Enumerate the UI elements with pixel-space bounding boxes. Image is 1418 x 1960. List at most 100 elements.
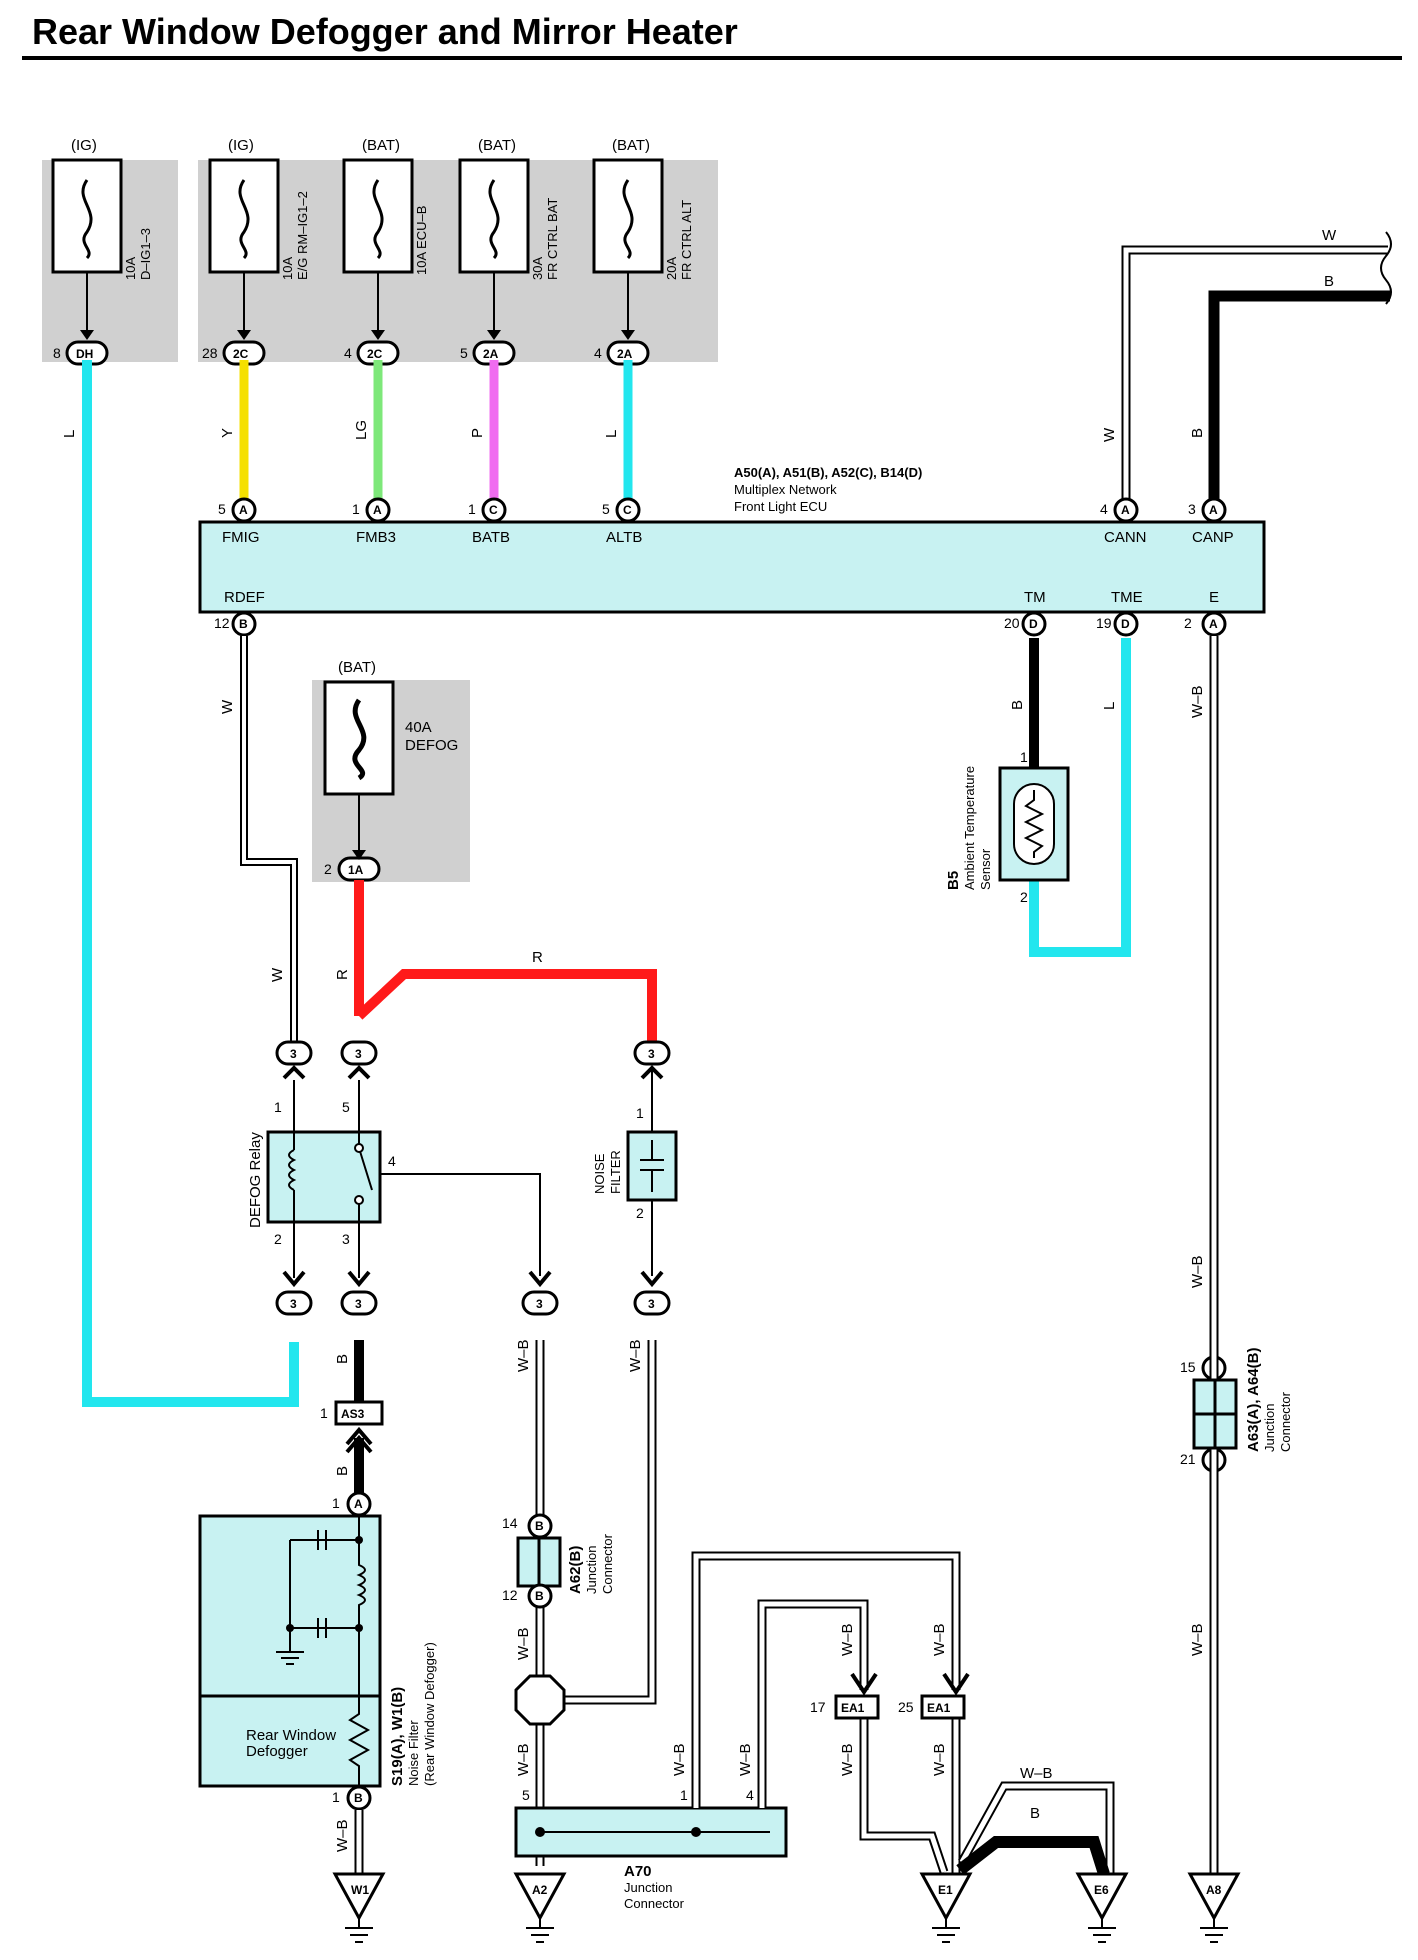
a62-name-1: Junction	[584, 1546, 599, 1594]
ground-triangle	[1187, 1872, 1241, 1922]
ea1-25-pin: 25	[898, 1699, 914, 1715]
fuse-pin: 8	[53, 345, 61, 361]
terminal-pin	[1113, 611, 1139, 637]
splice-arrow	[282, 1065, 306, 1080]
defog-fuse-name: DEFOG	[405, 737, 458, 754]
relay-pin-5: 5	[342, 1099, 350, 1115]
wire-label-wb-14: W–B	[1020, 1765, 1053, 1782]
defogger-conn-a: A	[354, 1497, 363, 1511]
fuse-box	[458, 158, 530, 274]
defogger-heater	[347, 1702, 371, 1800]
a62-name-2: Connector	[600, 1533, 615, 1594]
defogger-pin-b	[346, 1785, 372, 1811]
terminal-name: TME	[1111, 589, 1143, 606]
top-wire-labels: L Y LG P L	[61, 420, 620, 440]
a70-node-2	[691, 1827, 701, 1837]
wire-wb-e1-e6-inner	[959, 1783, 1113, 1874]
ground-a8: A8	[1187, 1872, 1241, 1943]
a70-name-1: Junction	[624, 1880, 672, 1895]
noise-filter-name-2: FILTER	[608, 1150, 623, 1194]
defogger-name-1: Noise Filter	[406, 1720, 421, 1786]
terminal-conn: A	[1121, 503, 1130, 517]
wire-r	[354, 880, 657, 1046]
terminal-pin	[1201, 611, 1227, 637]
wire-label-wb-10: W–B	[839, 1623, 856, 1656]
wire-wb-a70-1	[691, 1551, 961, 1808]
wire-label-p: P	[469, 428, 486, 438]
terminal-pin-num: 19	[1096, 615, 1112, 631]
noise-filter-cap	[640, 1140, 664, 1192]
terminal-conn: D	[1029, 617, 1038, 631]
ecu-terminals: A5FMIGA1FMB3C1BATBC5ALTBA4CANNA3CANPRDEF…	[214, 497, 1234, 1473]
terminal-name: FMB3	[356, 529, 396, 546]
sensor-zigzag	[1023, 790, 1045, 858]
terminal-pin	[365, 497, 391, 523]
splice-connector-7: 3	[633, 1270, 671, 1316]
fuse-pin: 4	[344, 345, 352, 361]
fuse-label: 10A	[280, 257, 295, 280]
terminal-name: CANN	[1104, 529, 1147, 546]
splice-arrow	[347, 1065, 371, 1080]
wire-label-b-tm: B	[1009, 700, 1026, 710]
defogger-name-2: (Rear Window Defogger)	[422, 1642, 437, 1786]
relay-pin-3: 3	[342, 1231, 350, 1247]
fuse-box	[592, 158, 664, 274]
defog-fuse-rating: 40A	[405, 719, 432, 736]
sensor-id: B5	[945, 871, 962, 890]
ground-bars	[1088, 1918, 1116, 1943]
wire-label-wb-15: W–B	[334, 1819, 351, 1852]
wire-l-d-ig1	[82, 360, 299, 1407]
fuse-symbol	[238, 179, 250, 260]
wire-label-wb-11: W–B	[931, 1623, 948, 1656]
terminal-name: CANP	[1192, 529, 1234, 546]
terminal-conn: C	[489, 503, 498, 517]
terminal-conn: A	[1209, 617, 1218, 631]
fuse-conn-id: 2C	[233, 347, 249, 361]
ea1-17-box	[834, 1694, 880, 1720]
defog-conn-id: 1A	[348, 863, 364, 877]
wire-label-r-2: R	[532, 949, 543, 966]
as3-conn: AS3	[341, 1407, 365, 1421]
a62-pin-top	[527, 1513, 553, 1539]
defogger-element-1: Rear Window	[246, 1727, 336, 1744]
ecu-name-1: Multiplex Network	[734, 482, 837, 497]
fuse-arrow	[621, 330, 635, 340]
splice-num: 3	[536, 1297, 543, 1311]
defogger-pin-a-num: 1	[332, 1495, 340, 1511]
defog-fuse-arrow	[352, 850, 366, 860]
fuse-label: 10A	[123, 257, 138, 280]
splice-connector-5: 3	[340, 1270, 378, 1316]
defog-fuse-symbol	[352, 698, 367, 781]
wire-label-b-bus: B	[1324, 273, 1334, 290]
terminal-pin-num: 3	[1188, 501, 1196, 517]
wire-wb-nf	[558, 1340, 657, 1705]
terminal-pin-num: 2	[1184, 615, 1192, 631]
splice-point	[514, 1674, 566, 1726]
fuse-label: FR CTRL BAT	[545, 198, 560, 280]
terminal-pin	[615, 497, 641, 523]
terminal-name: BATB	[472, 529, 510, 546]
splice-box	[275, 1290, 313, 1316]
terminal-pin-num: 1	[468, 501, 476, 517]
wire-label-l-tme: L	[1101, 702, 1118, 710]
relay-name: DEFOG Relay	[247, 1132, 264, 1228]
splice-connector-3: 3	[633, 1040, 671, 1080]
filter-node-3	[355, 1624, 363, 1632]
defog-supply: (BAT)	[338, 659, 376, 676]
wire-label-lg: LG	[353, 420, 370, 440]
wire-label-wb-5: W–B	[627, 1339, 644, 1372]
wire-label-b-2: B	[334, 1466, 351, 1476]
fuse-label: E/G RM–IG1–2	[295, 191, 310, 280]
ground-label: E6	[1094, 1883, 1109, 1897]
splice-num: 3	[648, 1047, 655, 1061]
a70-node-1	[535, 1827, 545, 1837]
terminal-name: TM	[1024, 589, 1046, 606]
relay-pin-2: 2	[274, 1231, 282, 1247]
